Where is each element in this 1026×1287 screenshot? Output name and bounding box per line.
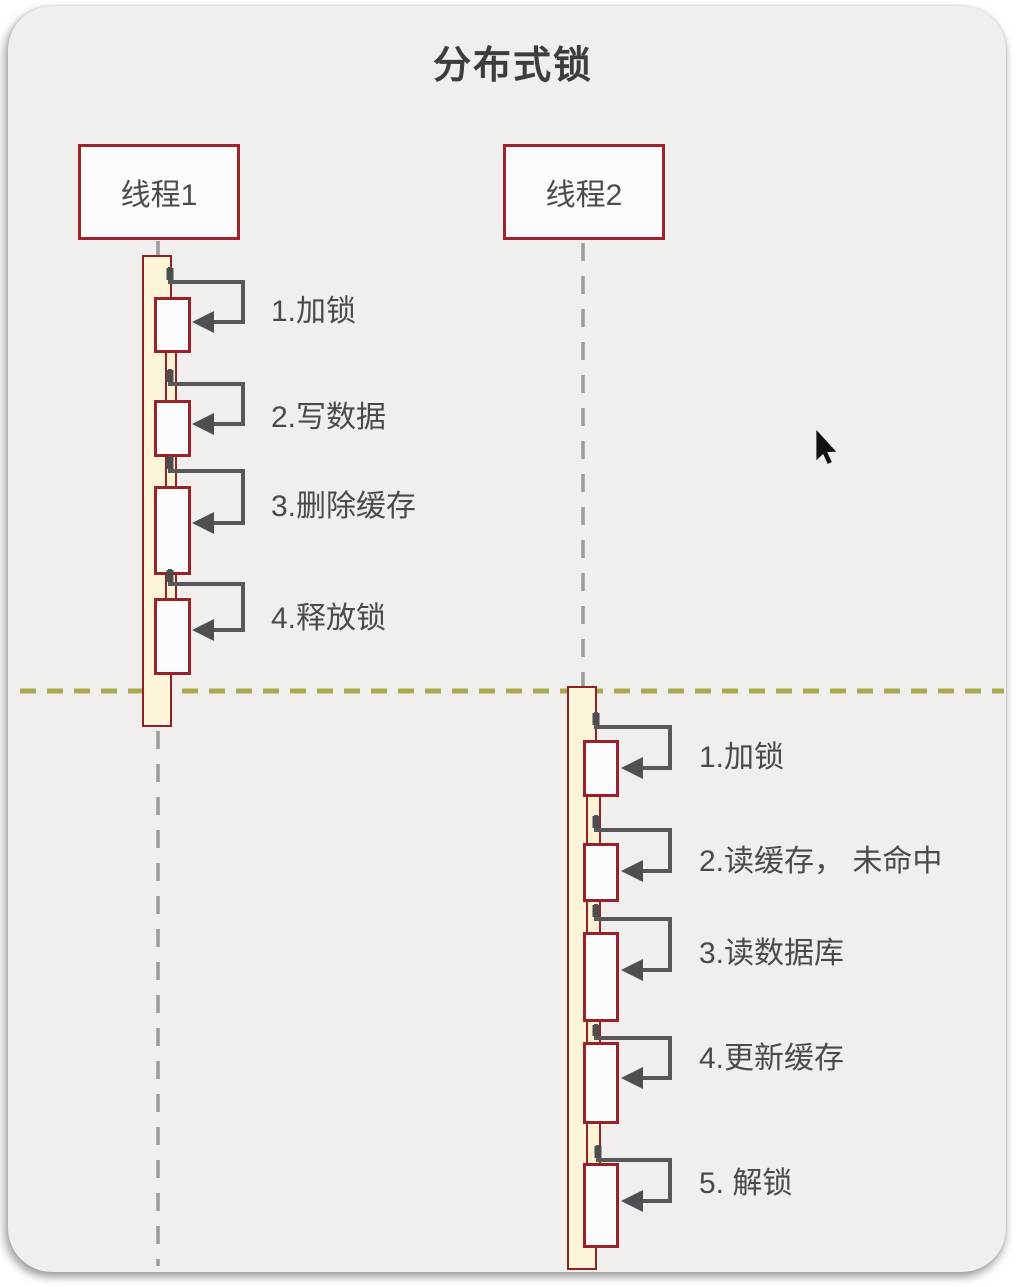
nested-activation-t2-m2 <box>583 843 619 902</box>
activation-connector <box>165 351 177 402</box>
nested-activation-t1-m2 <box>154 400 191 457</box>
activation-connector <box>586 1122 601 1165</box>
message-label: 1.加锁 <box>271 295 357 328</box>
actor-label-thread2: 线程2 <box>545 179 623 212</box>
activation-connector <box>586 795 601 845</box>
message-label: 2.写数据 <box>271 401 387 434</box>
actor-box-thread2: 线程2 <box>503 144 665 240</box>
nested-activation-t2-m4 <box>583 1042 619 1124</box>
nested-activation-t2-m5 <box>583 1163 619 1248</box>
message-label: 4.释放锁 <box>271 602 387 635</box>
nested-activation-t1-m1 <box>154 297 191 353</box>
nested-activation-t1-m4 <box>154 598 191 675</box>
activation-connector <box>165 455 177 488</box>
nested-activation-t2-m3 <box>583 932 619 1022</box>
message-label: 3.读数据库 <box>699 937 845 970</box>
message-label: 1.加锁 <box>699 741 785 774</box>
actor-box-thread1: 线程1 <box>78 144 240 240</box>
nested-activation-t1-m3 <box>154 486 191 575</box>
actor-label-thread1: 线程1 <box>120 179 198 212</box>
message-label: 3.删除缓存 <box>271 490 417 523</box>
message-label: 4.更新缓存 <box>699 1042 845 1075</box>
nested-activation-t2-m1 <box>583 740 619 797</box>
activation-connector <box>586 1020 601 1044</box>
activation-connector <box>586 898 601 934</box>
diagram-title: 分布式锁 <box>432 45 593 87</box>
message-label: 2.读缓存， 未命中 <box>699 845 943 878</box>
message-label: 5. 解锁 <box>699 1167 793 1200</box>
activation-connector <box>165 572 177 600</box>
